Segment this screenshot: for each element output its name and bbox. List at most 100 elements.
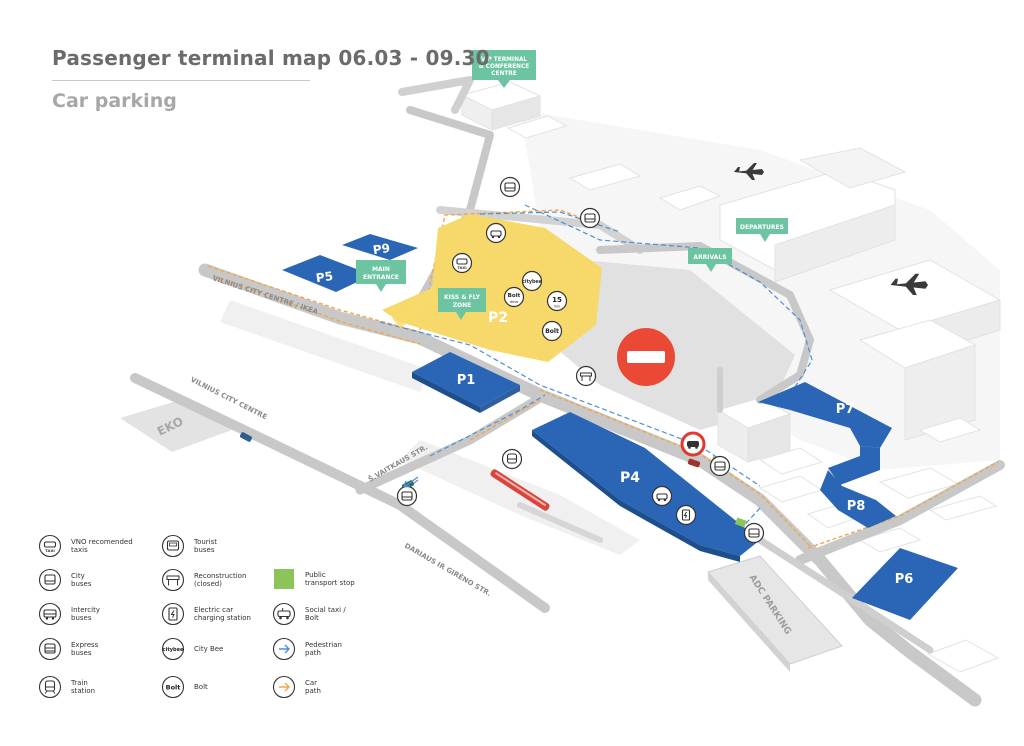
legend-label: Train station (71, 678, 96, 696)
legend-item-tourist-buses: Tourist buses (161, 534, 281, 558)
legend-label: Reconstruction (closed) (194, 571, 247, 589)
train-icon (38, 675, 62, 699)
legend-item-ev-charging: Electric car charging station (161, 602, 281, 626)
legend-label: VNO recomended taxis (71, 537, 133, 555)
pedestrian-arrow-icon (272, 637, 296, 661)
public-stop-marker (734, 517, 747, 528)
city-bus-icon (396, 485, 418, 507)
legend-label: Tourist buses (194, 537, 218, 555)
legend-label: Express buses (71, 640, 99, 658)
legend-label: Electric car charging station (194, 605, 251, 623)
p2-label: P2 (488, 310, 508, 326)
page-title: Passenger terminal map 06.03 - 09.30 (52, 46, 490, 70)
legend-label: Public transport stop (305, 570, 355, 588)
adc-parking: ADC PARKING (707, 555, 843, 672)
car-arrow-icon (272, 675, 296, 699)
car-icon (687, 458, 701, 468)
svg-text:& CONFERENCE: & CONFERENCE (479, 64, 530, 70)
svg-text:ARRIVALS: ARRIVALS (693, 254, 726, 261)
svg-text:MAIN: MAIN (372, 266, 390, 273)
citybee-icon: citybee (521, 270, 543, 292)
street-dariaus: DARIAUS IR GIRĖNO STR. (403, 541, 493, 598)
p5-label: P5 (315, 269, 334, 285)
express-bus-icon (38, 637, 62, 661)
legend-label: City Bee (194, 644, 224, 653)
legend-item-bolt: Bolt Bolt (161, 675, 281, 699)
svg-text:Bolt: Bolt (545, 328, 559, 335)
p8-label: P8 (847, 499, 866, 514)
legend-label: Social taxi / Bolt (305, 605, 346, 623)
page-subtitle: Car parking (52, 90, 177, 112)
svg-text:drive: drive (510, 300, 519, 304)
svg-text:ENTRANCE: ENTRANCE (363, 274, 399, 281)
parking-p6 (852, 548, 958, 620)
direction-arrow-icon (403, 476, 419, 488)
car-icon (239, 432, 253, 442)
legend-item-intercity-buses: Intercity buses (38, 602, 158, 626)
citybee-icon: citybee (161, 637, 185, 661)
parking-p5 (282, 255, 372, 292)
legend-item-car-path: Car path (272, 675, 392, 699)
parking-p8 (820, 470, 896, 528)
intercity-bus-icon (38, 602, 62, 626)
city-bus-icon (38, 568, 62, 592)
reconstruction-icon (575, 365, 597, 387)
social-taxi-icon (485, 222, 507, 244)
callout-main-entrance[interactable]: MAIN ENTRANCE (356, 260, 406, 292)
train-station-icon (501, 448, 523, 470)
taxi-icon: TAXI (38, 534, 62, 558)
legend-label: Intercity buses (71, 605, 100, 623)
legend-item-city-buses: City buses (38, 568, 158, 592)
callout-vip-terminal[interactable]: VIP TERMINAL & CONFERENCE CENTRE (472, 50, 536, 88)
p4-label: P4 (620, 470, 640, 486)
svg-text:citybee: citybee (522, 279, 543, 285)
callout-departures[interactable]: DEPARTURES (736, 218, 788, 242)
parking-lots (282, 234, 958, 620)
callout-arrivals[interactable]: ARRIVALS (688, 248, 732, 272)
parking-p4 (532, 412, 760, 556)
svg-text:TAXI: TAXI (457, 266, 466, 270)
tourist-bus-icon (161, 534, 185, 558)
bolt-icon: Bolt (541, 320, 563, 342)
public-stop-icon (274, 569, 294, 589)
svg-text:CENTRE: CENTRE (491, 71, 516, 77)
p9-label: P9 (372, 241, 391, 257)
callout-kiss-fly[interactable]: KISS & FLY ZONE (438, 288, 486, 320)
bolt-icon: Bolt (161, 675, 185, 699)
intercity-bus-icon (709, 455, 731, 477)
legend-item-pedestrian-path: Pedestrian path (272, 637, 392, 661)
legend-item-express-buses: Express buses (38, 637, 158, 661)
p7-label: P7 (836, 402, 855, 417)
title-divider (52, 80, 310, 81)
reconstruction-icon (161, 568, 185, 592)
svg-text:Bolt: Bolt (508, 293, 521, 299)
legend-label: Bolt (194, 682, 208, 691)
plane-icon (734, 163, 764, 180)
legend-item-taxi: TAXI VNO recomended taxis (38, 534, 158, 558)
social-taxi-icon (272, 602, 296, 626)
city-bus-icon (579, 207, 601, 229)
plane-icon (890, 273, 928, 295)
ev-charging-icon (161, 602, 185, 626)
parking-labels: P9 P5 P1 P4 P7 P8 P6 P2 (315, 241, 913, 587)
tourist-bus-icon (499, 176, 521, 198)
ev-charging-icon (675, 504, 697, 526)
legend-item-citybee: citybee City Bee (161, 637, 281, 661)
svg-text:TAXI: TAXI (45, 548, 55, 553)
legend-item-reconstruction: Reconstruction (closed) (161, 568, 281, 592)
no-car-sign-icon (680, 431, 706, 457)
legend-label: Car path (305, 678, 321, 696)
svg-text:KISS & FLY: KISS & FLY (444, 294, 481, 301)
parking-p1 (412, 352, 520, 407)
roads (130, 76, 1005, 707)
svg-text:DEPARTURES: DEPARTURES (740, 224, 784, 231)
reconstruction-closed-area (617, 328, 675, 386)
eko-block (120, 400, 232, 452)
city-bus-icon (743, 522, 765, 544)
svg-text:Bolt: Bolt (166, 684, 181, 692)
legend-label: City buses (71, 571, 92, 589)
